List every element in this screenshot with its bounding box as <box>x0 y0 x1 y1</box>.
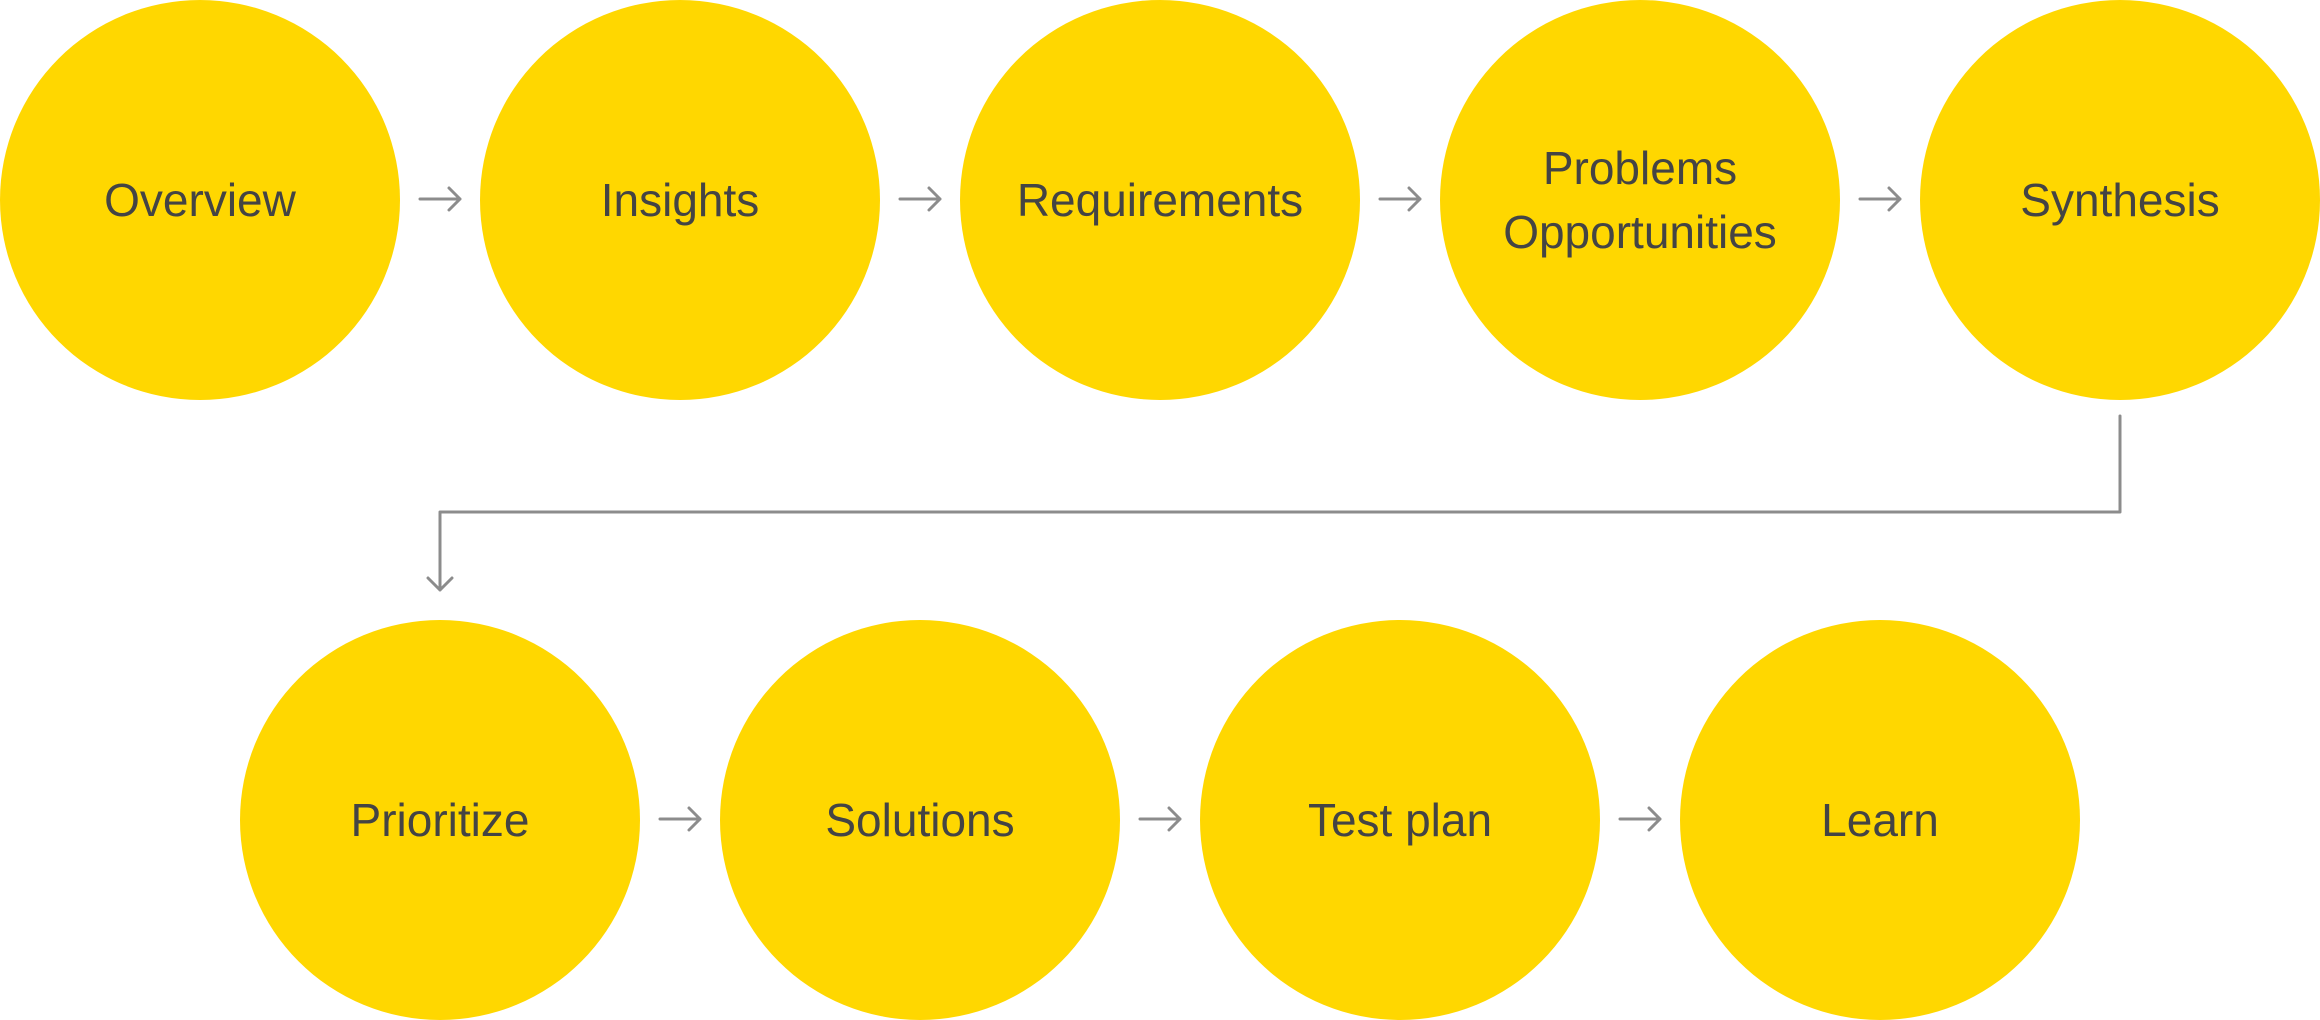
node-label: Solutions <box>825 794 1015 846</box>
node-learn: Learn <box>1680 620 2080 1020</box>
node-label: Requirements <box>1016 174 1304 226</box>
arrow-right-icon <box>898 186 942 212</box>
node-label: Overview <box>104 174 296 226</box>
arrow-right-icon <box>1138 806 1182 832</box>
arrow-right-icon <box>658 806 702 832</box>
node-label: Learn <box>1821 794 1939 846</box>
node-test-plan: Test plan <box>1200 620 1600 1020</box>
node-prioritize: Prioritize <box>240 620 640 1020</box>
node-insights: Insights <box>480 0 880 400</box>
node-label: Opportunities <box>1503 206 1777 258</box>
arrow-right-icon <box>1858 186 1902 212</box>
node-solutions: Solutions <box>720 620 1120 1020</box>
node-requirements: Requirements <box>960 0 1360 400</box>
node-synthesis: Synthesis <box>1920 0 2320 400</box>
elbow-arrow-down-icon <box>426 414 2122 592</box>
arrow-right-icon <box>418 186 462 212</box>
node-label: Insights <box>600 174 760 226</box>
node-overview: Overview <box>0 0 400 400</box>
node-label: Prioritize <box>350 794 530 846</box>
node-label: Problems <box>1542 142 1738 194</box>
arrow-right-icon <box>1378 186 1422 212</box>
node-label: Test plan <box>1307 794 1493 846</box>
arrow-right-icon <box>1618 806 1662 832</box>
node-label: Synthesis <box>2020 174 2220 226</box>
